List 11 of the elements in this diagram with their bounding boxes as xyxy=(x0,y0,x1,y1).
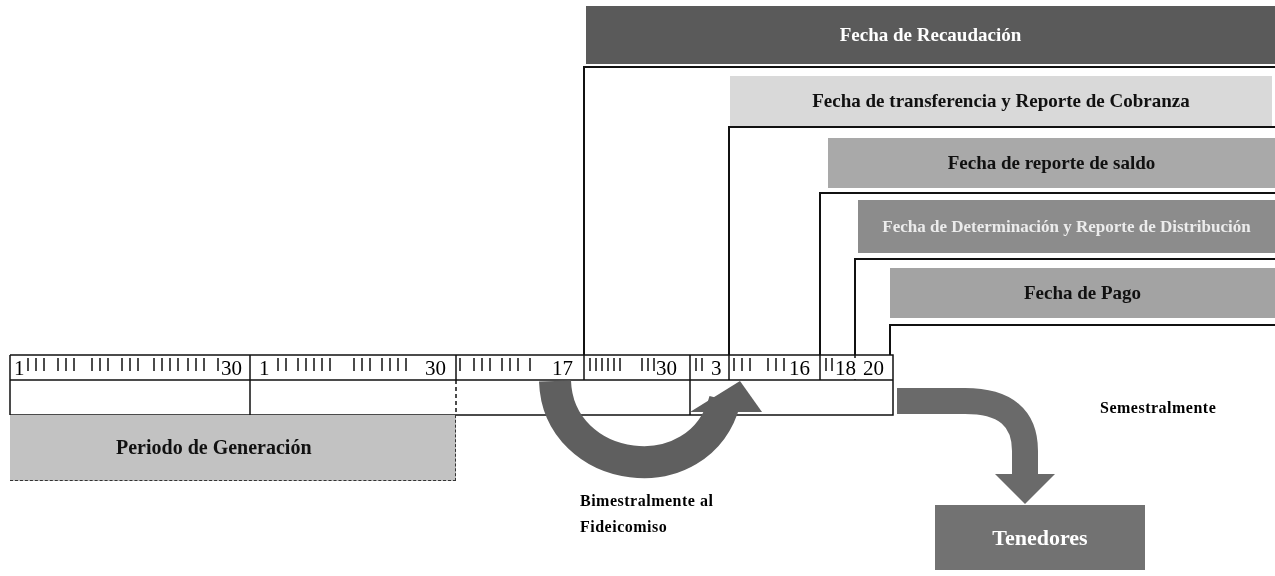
block-arrow xyxy=(897,388,1055,504)
date-band: Fecha de Determinación y Reporte de Distribución xyxy=(858,200,1275,253)
recipient-box: Tenedores xyxy=(935,505,1145,570)
frequency-note: Bimestralmente al Fideicomiso xyxy=(580,491,715,537)
date-band: Fecha de reporte de saldo xyxy=(828,138,1275,188)
date-band: Fecha de Pago xyxy=(890,268,1275,318)
date-band: Fecha de transferencia y Reporte de Cobranza xyxy=(730,76,1272,126)
date-band: Fecha de Recaudación xyxy=(586,6,1275,64)
day-number: 18 xyxy=(834,358,857,379)
frequency-note: Semestralmente xyxy=(1100,400,1217,416)
period-box: Periodo de Generación xyxy=(10,415,456,481)
